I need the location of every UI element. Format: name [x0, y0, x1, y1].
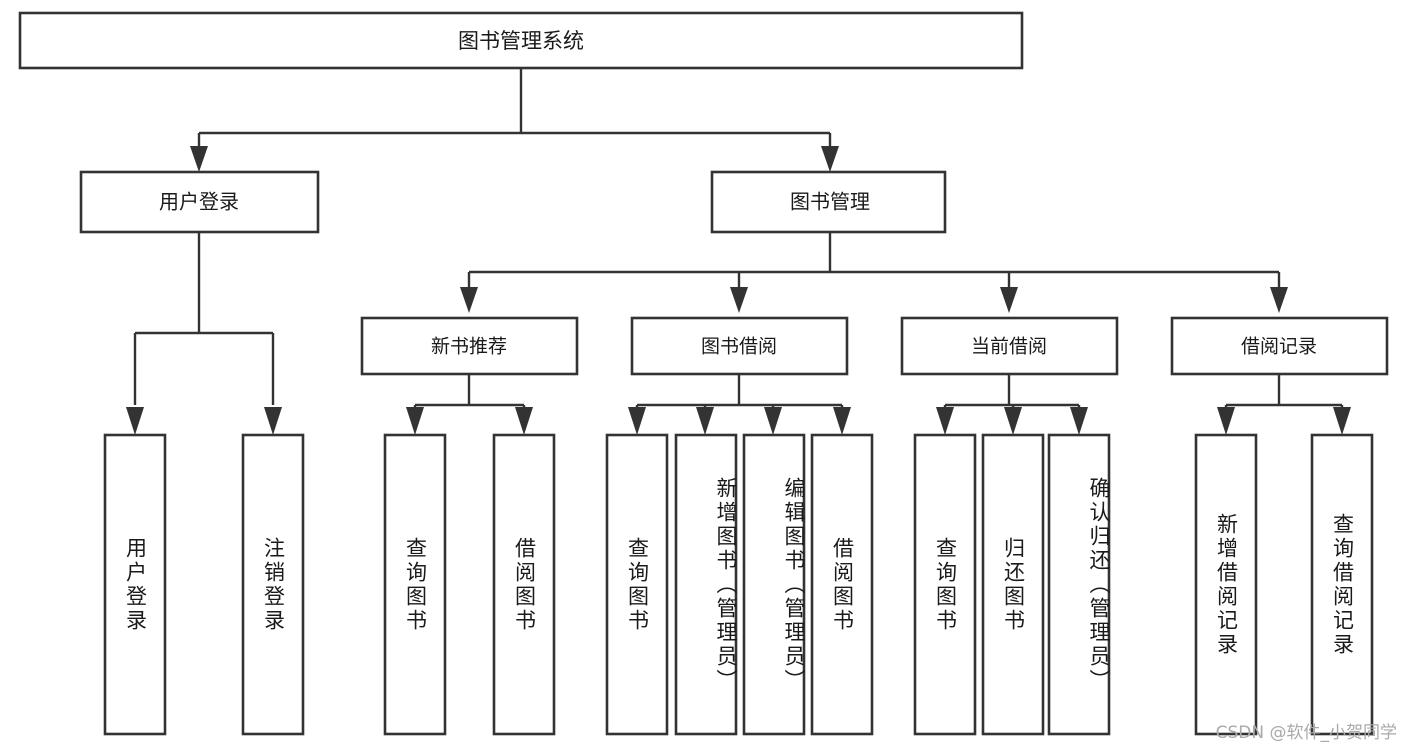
arrow-records-leaf-1: [1333, 407, 1351, 435]
node-box-leaf-current-1[interactable]: [981, 433, 1045, 736]
arrow-newbook-leaf-1: [515, 407, 533, 435]
node-box-user-login[interactable]: [79, 170, 320, 234]
node-box-leaf-records-1[interactable]: [1310, 433, 1374, 736]
node-box-borrow-records[interactable]: [1170, 316, 1389, 376]
arrow-root-to-bookmgmt: [821, 146, 839, 172]
node-label-user-login: 用户登录: [159, 190, 239, 214]
node-box-leaf-newbook-0[interactable]: [383, 433, 447, 736]
node-label-book-management: 图书管理: [790, 190, 870, 214]
arrow-records-leaf-0: [1217, 407, 1235, 435]
arrow-bookmgmt-to-records: [1270, 287, 1288, 313]
arrow-newbook-leaf-0: [406, 407, 424, 435]
csdn-watermark: CSDN @软件_小贺同学: [1215, 723, 1397, 743]
node-box-root[interactable]: [18, 11, 1024, 70]
node-box-book-borrow[interactable]: [630, 316, 849, 376]
node-layer: 图书管理系统 用户登录 图书管理 新书推荐 图书借阅 当前借阅 借阅记录: [18, 11, 1389, 736]
arrow-login-leaf-0: [126, 407, 144, 435]
node-box-leaf-borrow-1[interactable]: [674, 433, 738, 736]
arrow-bookmgmt-to-borrow: [730, 287, 748, 313]
node-box-current-borrow[interactable]: [900, 316, 1119, 376]
node-box-leaf-borrow-0[interactable]: [605, 433, 669, 736]
arrow-current-leaf-0: [936, 407, 954, 435]
arrow-root-to-login: [190, 146, 208, 172]
node-box-book-management[interactable]: [710, 170, 947, 234]
node-box-leaf-login-0[interactable]: [103, 433, 167, 736]
node-label-new-book-recommend: 新书推荐: [431, 336, 507, 358]
connector-layer: [126, 68, 1351, 435]
node-label-book-borrow: 图书借阅: [701, 336, 777, 358]
node-box-leaf-login-1[interactable]: [241, 433, 305, 736]
node-box-leaf-current-0[interactable]: [913, 433, 977, 736]
node-box-leaf-newbook-1[interactable]: [492, 433, 556, 736]
node-label-current-borrow: 当前借阅: [971, 336, 1047, 358]
arrow-borrow-leaf-1: [696, 407, 714, 435]
node-box-leaf-records-0[interactable]: [1194, 433, 1258, 736]
node-label-borrow-records: 借阅记录: [1241, 336, 1317, 358]
arrow-bookmgmt-to-current: [1000, 287, 1018, 313]
node-box-leaf-borrow-3[interactable]: [810, 433, 874, 736]
arrow-borrow-leaf-0: [628, 407, 646, 435]
node-label-root: 图书管理系统: [458, 29, 584, 53]
arrow-bookmgmt-to-newbook: [460, 287, 478, 313]
arrow-borrow-leaf-2: [764, 407, 782, 435]
arrow-current-leaf-2: [1070, 407, 1088, 435]
arrow-current-leaf-1: [1004, 407, 1022, 435]
node-box-leaf-borrow-2[interactable]: [742, 433, 806, 736]
node-box-new-book-recommend[interactable]: [360, 316, 579, 376]
arrow-borrow-leaf-3: [833, 407, 851, 435]
arrow-login-leaf-1: [264, 407, 282, 435]
node-box-leaf-current-2[interactable]: [1047, 433, 1111, 736]
